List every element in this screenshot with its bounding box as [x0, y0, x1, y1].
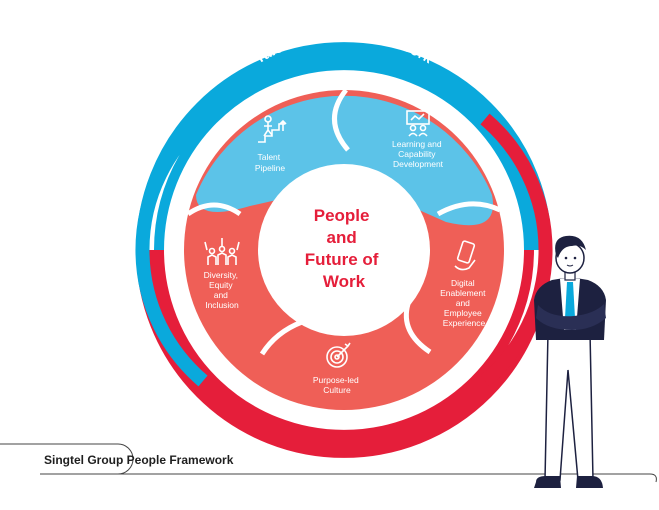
group-raised-hands-icon — [204, 238, 240, 265]
person-legs — [544, 331, 594, 481]
segment-divider-5 — [186, 202, 242, 217]
segment-label: Digital Enablement and Employee Experien… — [440, 278, 488, 328]
segment-divider-2 — [436, 201, 502, 217]
inner-ring-cyan-left — [135, 113, 208, 387]
segment-divider-3 — [403, 303, 432, 355]
segment-label: Learning and Capability Development — [392, 139, 444, 169]
segment-divider-4 — [259, 319, 303, 356]
center-circle — [258, 164, 430, 336]
segment-blue-top — [196, 95, 494, 226]
framework-caption: Singtel Group People Framework — [44, 453, 234, 467]
hand-phone-icon — [454, 240, 476, 271]
person-eye-left — [564, 256, 568, 260]
presentation-board-icon — [406, 110, 430, 137]
segment-learning: Learning and Capability Development — [392, 110, 444, 169]
inner-ring-red-right — [480, 113, 553, 387]
business-person-illustration — [534, 235, 606, 488]
footer-line — [40, 473, 657, 483]
segment-digital: Digital Enablement and Employee Experien… — [440, 240, 488, 328]
target-arrow-icon — [326, 342, 351, 368]
center-title: People and Future of Work — [305, 206, 383, 291]
person-tie — [565, 282, 575, 325]
person-hair — [555, 235, 586, 258]
segment-label: Purpose-led Culture — [313, 375, 361, 395]
segment-label: Talent Pipeline — [255, 152, 286, 173]
center-line-1: People — [314, 206, 370, 225]
center-line-4: Work — [323, 272, 366, 291]
center-line-2: and — [327, 228, 357, 247]
segment-label: Diversity, Equity and Inclusion — [204, 270, 241, 310]
person-arms — [536, 304, 606, 330]
segment-purpose: Purpose-led Culture — [313, 342, 361, 395]
person-stairs-icon — [258, 115, 287, 143]
person-mouth — [566, 264, 574, 267]
person-shoe-right — [576, 476, 603, 488]
center-line-3: Future of — [305, 250, 379, 269]
segment-talent-pipeline: Talent Pipeline — [255, 115, 287, 173]
segment-diversity: Diversity, Equity and Inclusion — [204, 238, 241, 310]
segment-divider-1 — [332, 88, 350, 152]
person-eye-right — [573, 256, 577, 260]
person-shoe-left — [534, 476, 561, 488]
